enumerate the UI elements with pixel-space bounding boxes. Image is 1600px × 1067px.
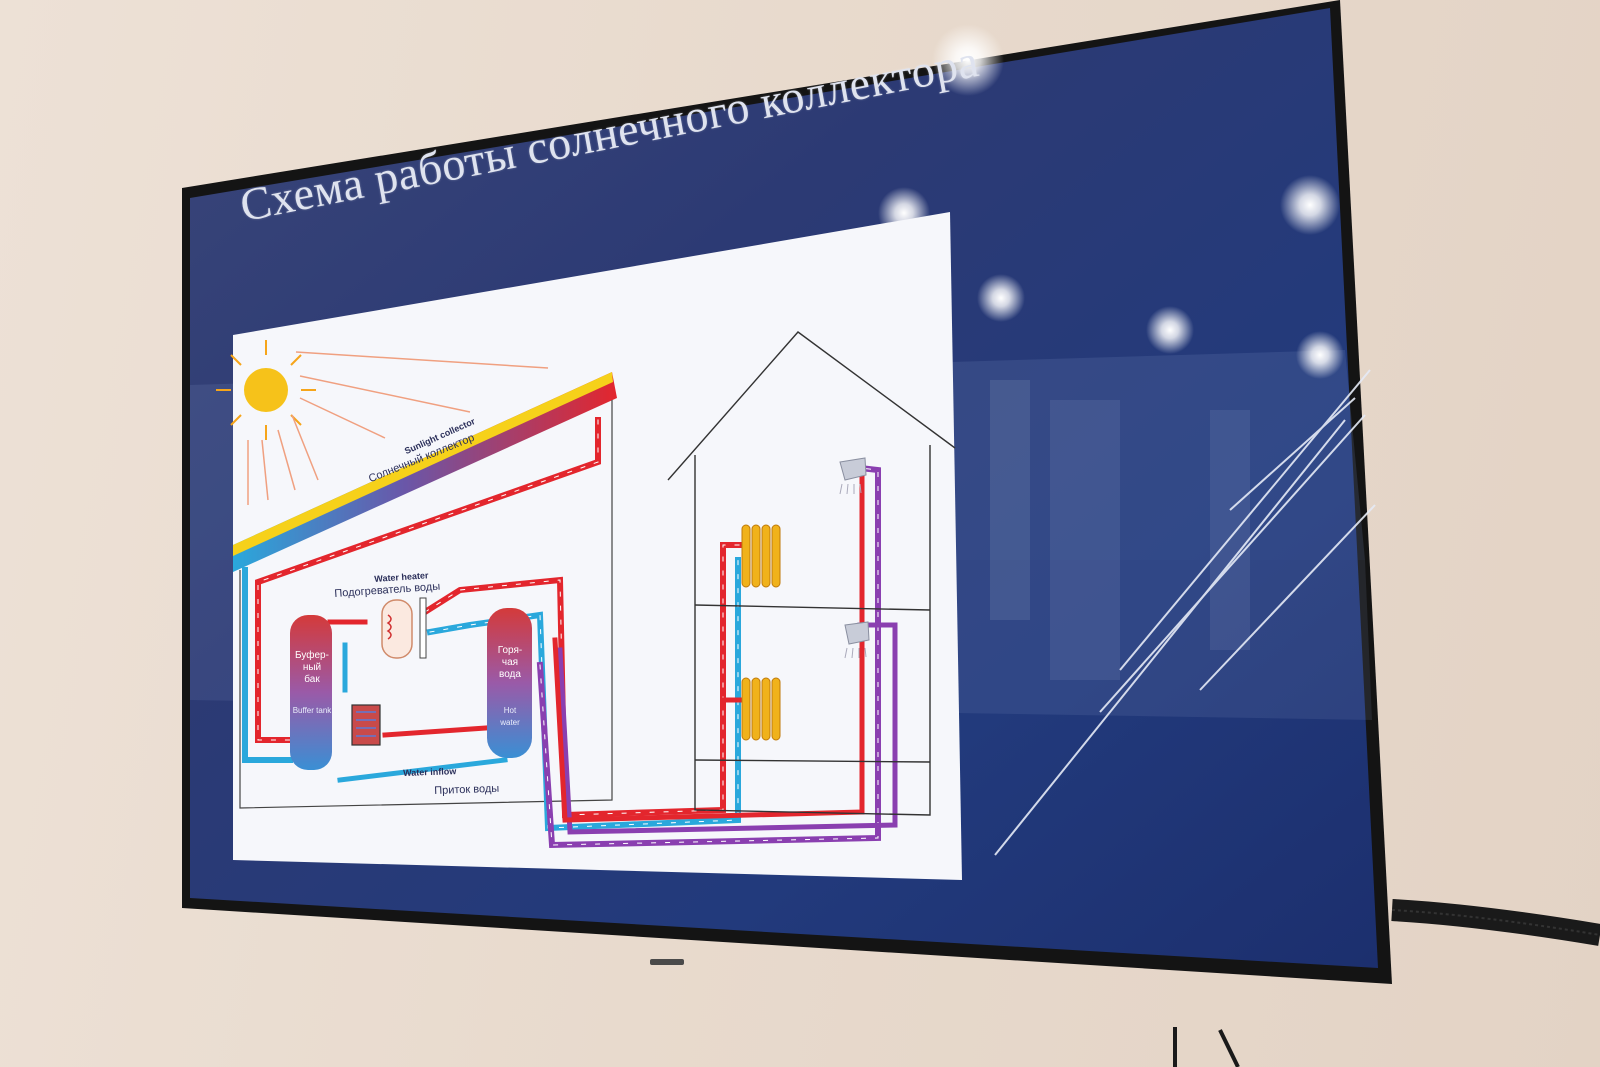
radiator-top [741, 524, 781, 588]
shower-bottom [844, 621, 870, 659]
sun-rays [247, 351, 549, 505]
sun-icon [216, 340, 316, 440]
heat-exchanger [351, 704, 381, 746]
water-inflow-label-ru: Приток воды [434, 782, 500, 797]
water-inflow-label-en: Water inflow [403, 766, 457, 778]
water-heater [381, 599, 413, 659]
radiator-bottom [741, 677, 781, 741]
hot-water-label: Горя- чая вода [497, 645, 523, 680]
hot-water-label-en: Hot water [500, 706, 520, 727]
shower-top [839, 457, 867, 495]
buffer-tank [290, 615, 332, 770]
buffer-tank-label-en: Buffer tank [292, 706, 332, 715]
hot-water-tank [487, 608, 532, 758]
house-outline [667, 331, 956, 816]
buffer-tank-label: Буфер- ный бак [295, 650, 329, 685]
slide-decoration-lines [994, 369, 1376, 856]
